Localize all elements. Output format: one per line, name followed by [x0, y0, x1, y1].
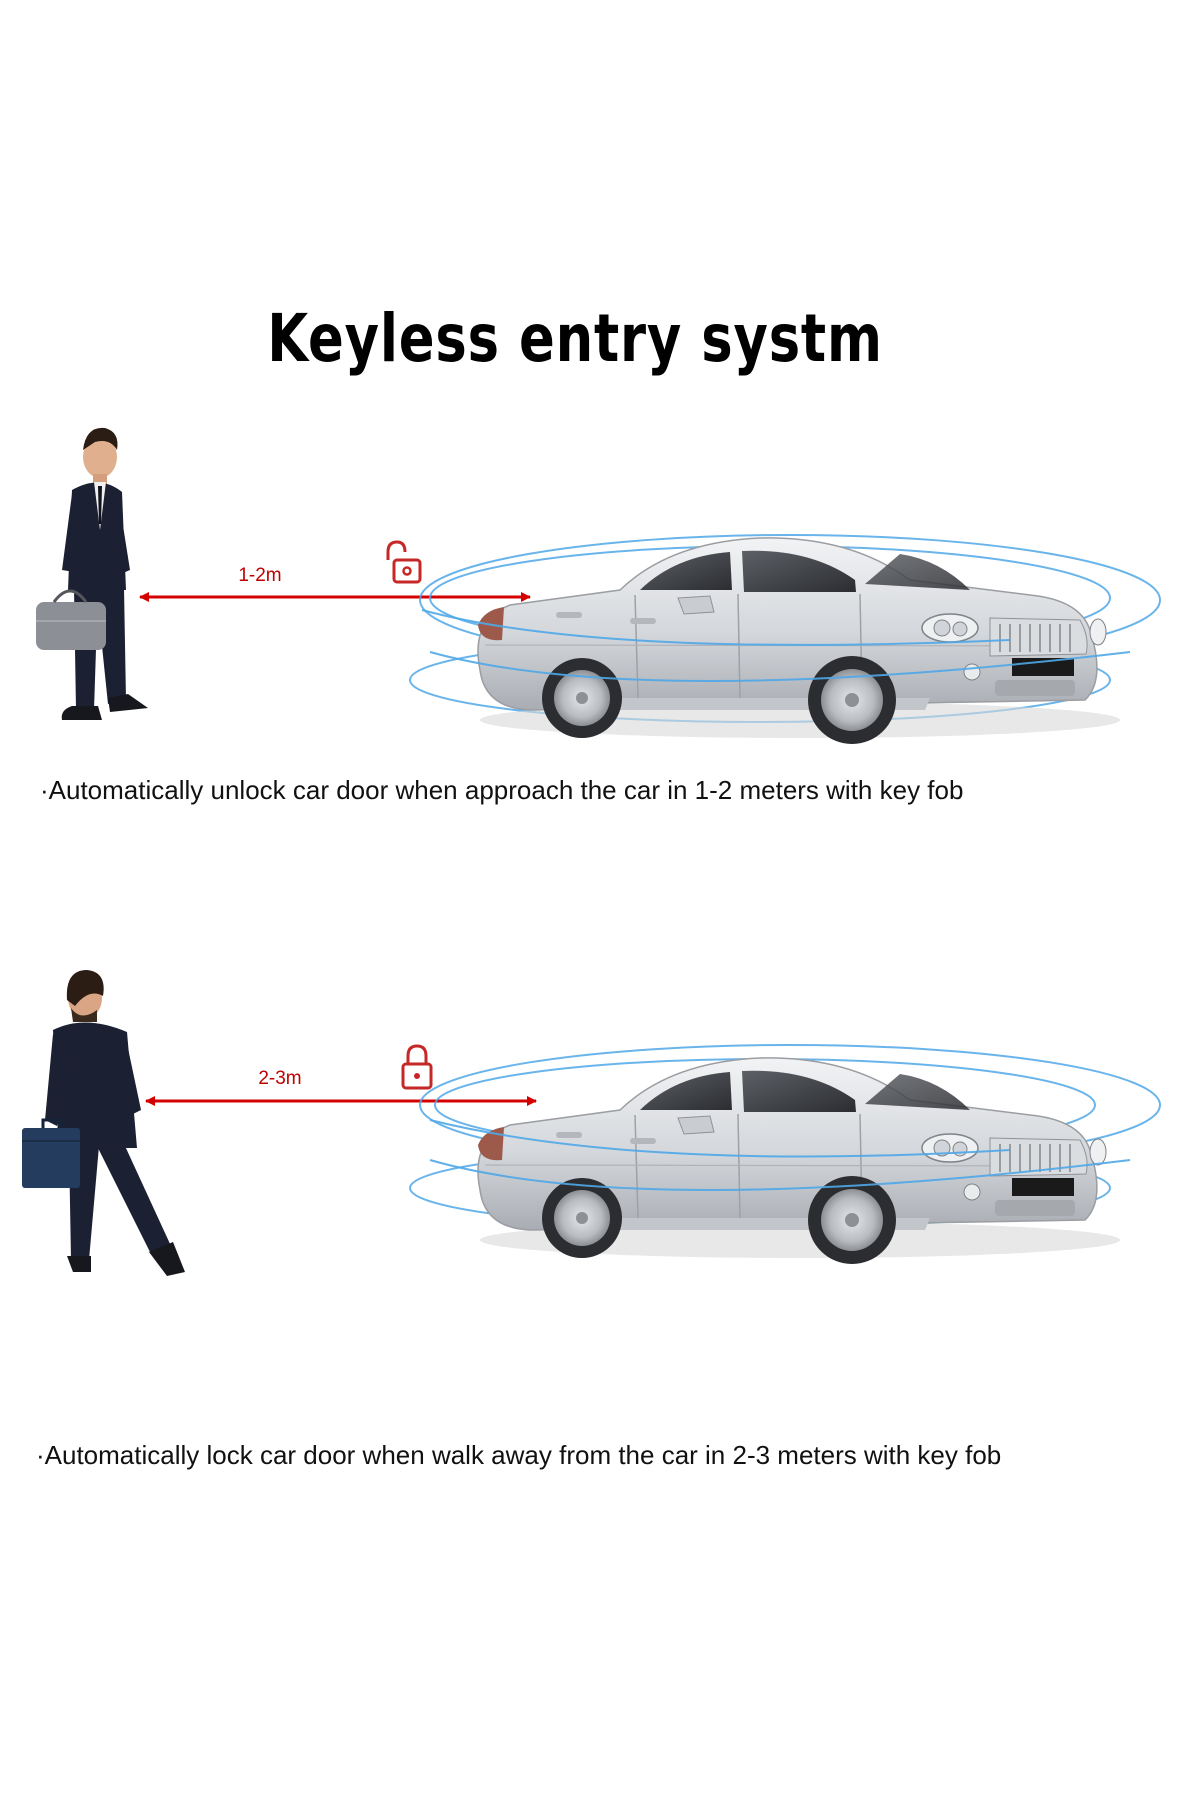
- car-illustration: [477, 537, 1120, 744]
- scene-unlock: 1-2m: [0, 420, 1200, 840]
- front-wheel: [808, 1176, 896, 1264]
- scene-lock: 2-3m: [0, 960, 1200, 1480]
- rear-wheel: [542, 658, 622, 738]
- caption-lock: ·Automatically lock car door when walk a…: [36, 1440, 1002, 1470]
- page-title: Keyless entry systm: [267, 300, 883, 377]
- businessman-figure: [36, 427, 148, 720]
- rear-wheel: [542, 1178, 622, 1258]
- scene-lock-illustration: 2-3m: [22, 970, 1161, 1276]
- car-illustration: [477, 1057, 1120, 1264]
- distance-label: 2-3m: [258, 1068, 301, 1089]
- scene-unlock-illustration: 1-2m: [36, 427, 1161, 744]
- businessman-figure: [22, 970, 185, 1276]
- caption-unlock: ·Automatically unlock car door when appr…: [40, 775, 964, 805]
- unlocked-padlock-icon: [386, 540, 422, 584]
- distance-label: 1-2m: [238, 565, 281, 586]
- front-wheel: [808, 656, 896, 744]
- locked-padlock-icon: [401, 1044, 433, 1090]
